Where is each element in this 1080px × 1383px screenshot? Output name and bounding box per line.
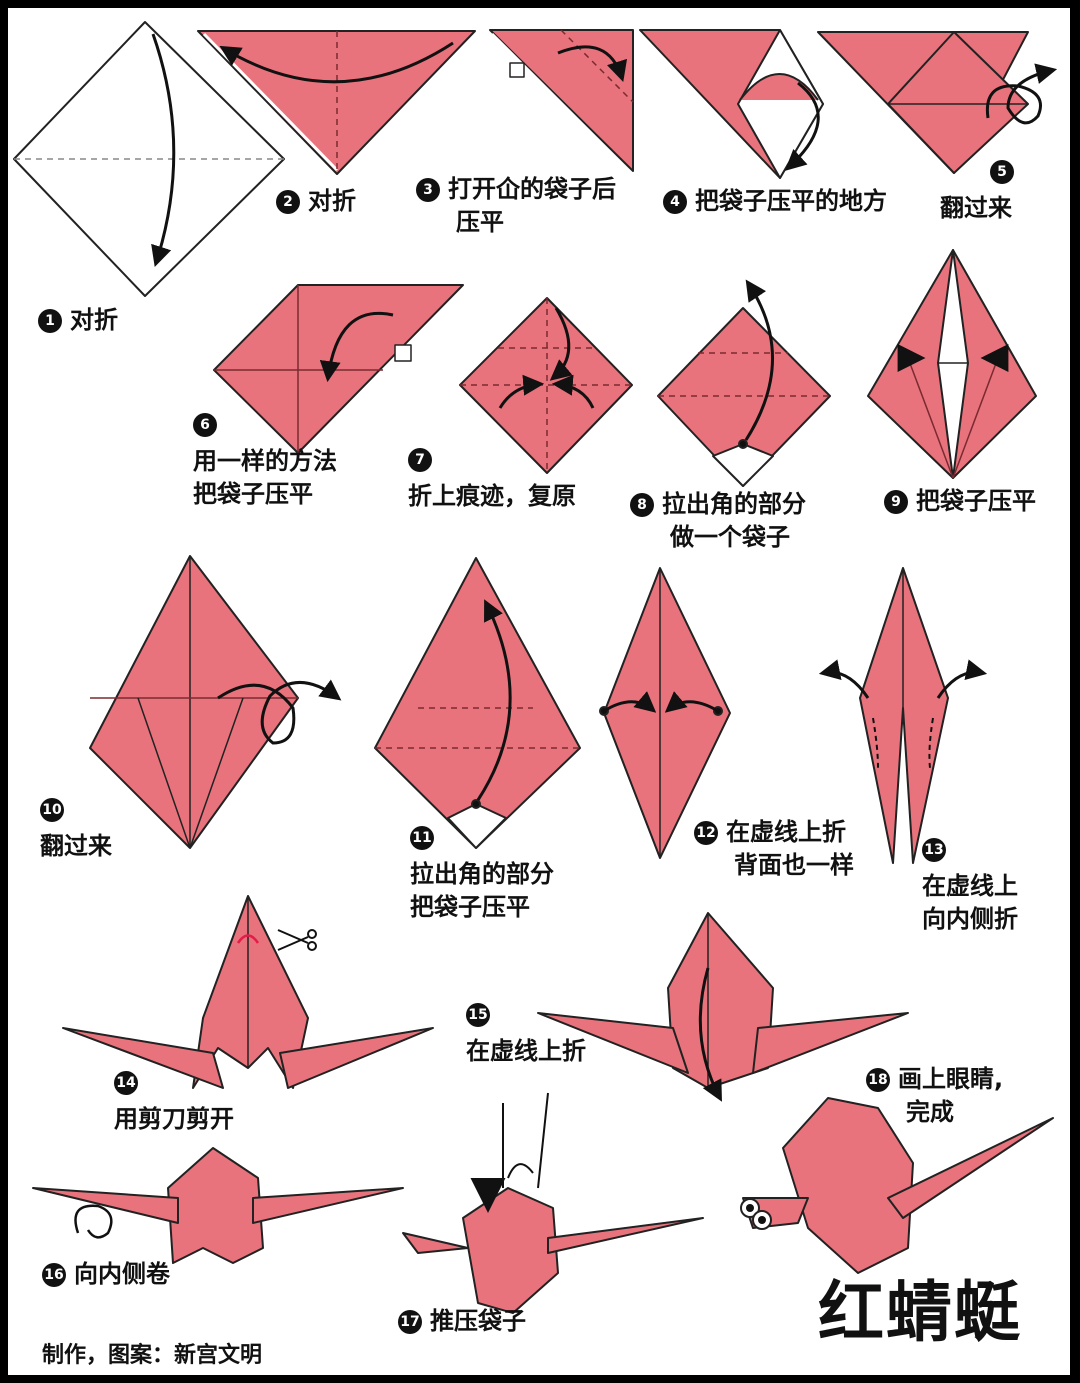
step-11-number: 11 — [410, 826, 434, 850]
fold-arrow-icon — [219, 41, 454, 84]
step-13-number: 13 — [922, 838, 946, 862]
fold-arrow-icon — [818, 659, 870, 699]
step-17-diagram — [402, 1092, 704, 1314]
fold-arrow-icon — [557, 45, 628, 83]
fold-arrow-icon — [151, 33, 176, 267]
step-14-diagram — [62, 895, 434, 1089]
step-6-diagram — [213, 284, 464, 454]
fold-arrow-icon — [936, 659, 988, 699]
step-3-diagram — [489, 29, 634, 172]
fold-arrow-icon — [698, 967, 722, 1102]
step-2-number: 2 — [276, 190, 300, 214]
step-4-diagram — [639, 29, 824, 179]
flip-over-icon — [217, 679, 342, 745]
credit-line: 制作，图案：新宫文明 — [42, 1343, 263, 1368]
fold-arrow-icon — [784, 81, 820, 171]
step-1-diagram — [13, 21, 285, 297]
step-15-diagram — [537, 912, 909, 1102]
step-7-number: 7 — [408, 448, 432, 472]
step-12-diagram — [599, 567, 731, 859]
step-8-diagram — [657, 279, 831, 487]
step-9-diagram — [867, 249, 1037, 479]
fold-arrow-icon — [498, 374, 545, 409]
page-title: 红蜻蜓 — [818, 1273, 1022, 1351]
diagram-art — [13, 21, 1058, 1314]
step-13-diagram — [818, 567, 988, 864]
step-8-number: 8 — [630, 493, 654, 517]
step-9-number: 9 — [884, 490, 908, 514]
flip-over-icon — [985, 63, 1058, 125]
step-18-number: 18 — [866, 1068, 890, 1092]
step-1-number: 1 — [38, 309, 62, 333]
step-11-diagram — [374, 557, 581, 849]
fold-arrow-icon — [664, 691, 719, 713]
step-16-diagram — [32, 1147, 404, 1264]
step-10-diagram — [89, 555, 342, 849]
scissors-icon — [277, 929, 317, 951]
step-18-diagram — [740, 1097, 1054, 1274]
fold-arrow-icon — [319, 312, 394, 383]
step-5-diagram — [817, 31, 1058, 174]
step-16-number: 16 — [42, 1263, 66, 1287]
fold-arrow-icon — [551, 374, 595, 409]
curl-icon — [74, 1204, 113, 1239]
fold-arrow-icon — [549, 307, 573, 381]
fold-arrow-icon — [744, 279, 774, 441]
step-4-number: 4 — [663, 190, 687, 214]
step-10-number: 10 — [40, 798, 64, 822]
step-6-number: 6 — [193, 413, 217, 437]
step-5-number: 5 — [990, 160, 1014, 184]
step-7-diagram — [459, 297, 633, 474]
step-17-number: 17 — [398, 1310, 422, 1334]
step-2-diagram — [197, 30, 476, 175]
step-15-number: 15 — [466, 1003, 490, 1027]
finger-icon — [502, 1092, 549, 1189]
fold-arrow-icon — [476, 599, 512, 801]
step-14-number: 14 — [114, 1071, 138, 1095]
step-3-number: 3 — [416, 178, 440, 202]
step-12-number: 12 — [694, 821, 718, 845]
fold-arrow-icon — [603, 691, 657, 713]
